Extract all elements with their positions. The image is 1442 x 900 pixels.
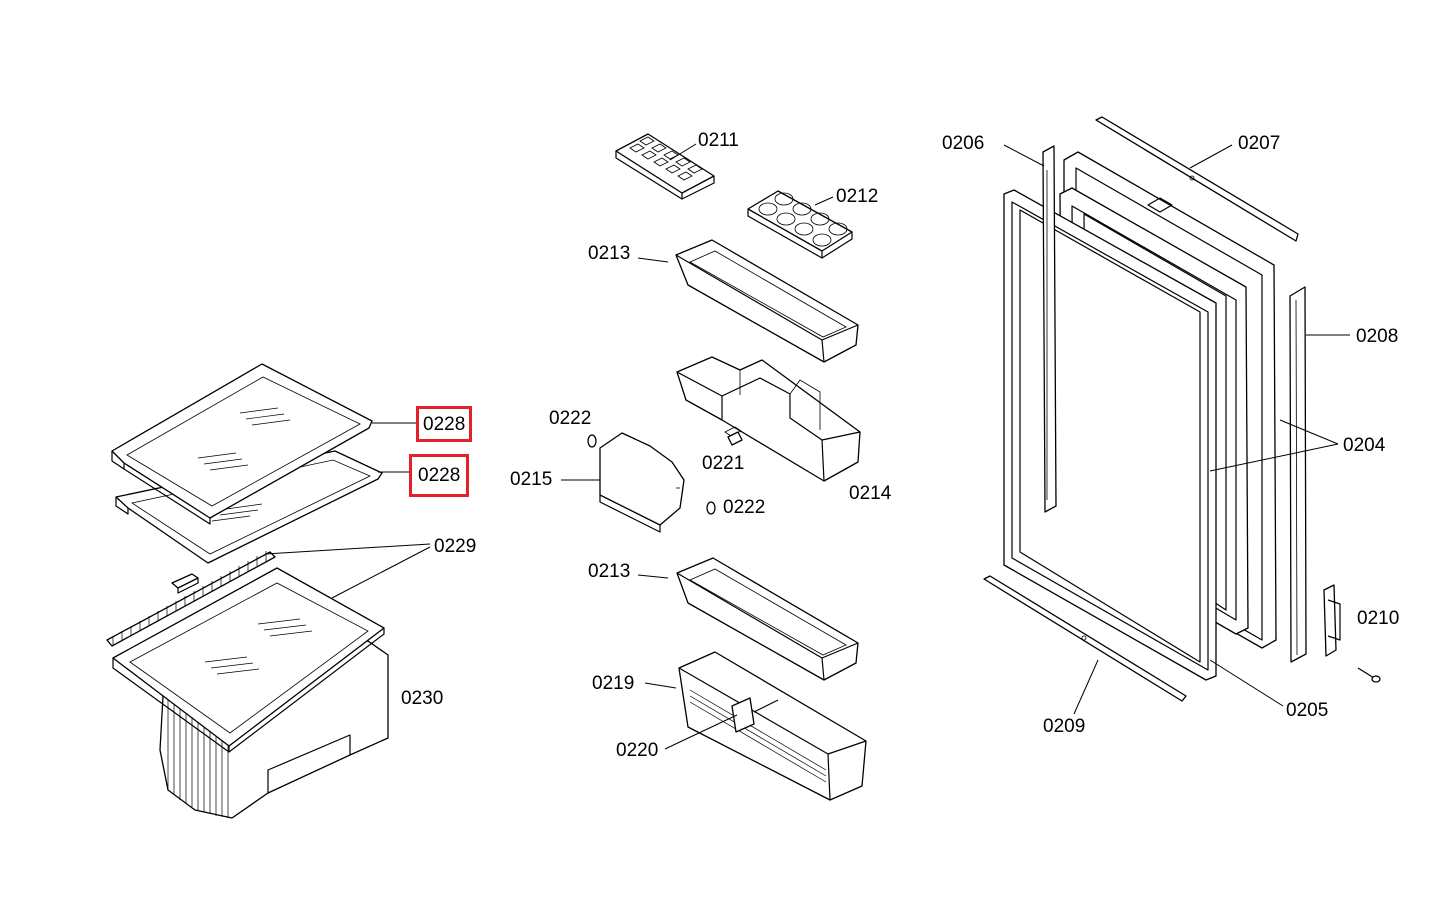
label-0222-upper: 0222 — [549, 408, 592, 429]
label-0209: 0209 — [1043, 716, 1086, 737]
bottom-strip — [983, 575, 1187, 702]
small-parts — [587, 431, 743, 515]
leader-lines-middle — [561, 143, 834, 750]
hinge-strip-left — [1042, 145, 1057, 513]
glass-shelf-upper — [111, 363, 373, 525]
label-0222-lower: 0222 — [723, 497, 766, 518]
label-0230: 0230 — [401, 688, 444, 709]
hinge-strip-right — [1289, 286, 1307, 663]
label-0215: 0215 — [510, 469, 553, 490]
ice-cube-tray — [615, 133, 715, 200]
label-0204: 0204 — [1343, 435, 1386, 456]
leader-lines-right — [1003, 144, 1350, 715]
label-0205: 0205 — [1286, 700, 1329, 721]
dairy-flap — [599, 432, 685, 533]
egg-tray — [747, 190, 853, 259]
bottle-bin — [678, 651, 867, 801]
vegetable-grid — [106, 551, 276, 647]
label-0211: 0211 — [698, 130, 739, 151]
label-0228-lower-highlighted: 0228 — [409, 454, 470, 497]
label-0221: 0221 — [702, 453, 745, 474]
door-shelf-divided — [676, 356, 861, 482]
label-0210: 0210 — [1357, 608, 1400, 629]
door-gasket — [1003, 189, 1217, 681]
label-0206: 0206 — [942, 133, 985, 154]
label-0212: 0212 — [836, 186, 879, 207]
door-bin-lower — [676, 557, 859, 681]
door-bin-upper — [675, 239, 859, 363]
label-0208: 0208 — [1356, 326, 1399, 347]
label-0220: 0220 — [616, 740, 659, 761]
label-0228-upper-highlighted: 0228 — [416, 406, 473, 442]
leader-lines-left — [264, 422, 431, 599]
label-0207: 0207 — [1238, 133, 1281, 154]
label-0213-lower: 0213 — [588, 561, 631, 582]
label-0213-upper: 0213 — [588, 243, 631, 264]
crisper-drawer — [112, 567, 389, 819]
label-0219: 0219 — [592, 673, 635, 694]
label-0214: 0214 — [849, 483, 892, 504]
label-0229: 0229 — [434, 536, 477, 557]
door-hinge — [1323, 584, 1381, 683]
top-strip — [1095, 116, 1299, 242]
